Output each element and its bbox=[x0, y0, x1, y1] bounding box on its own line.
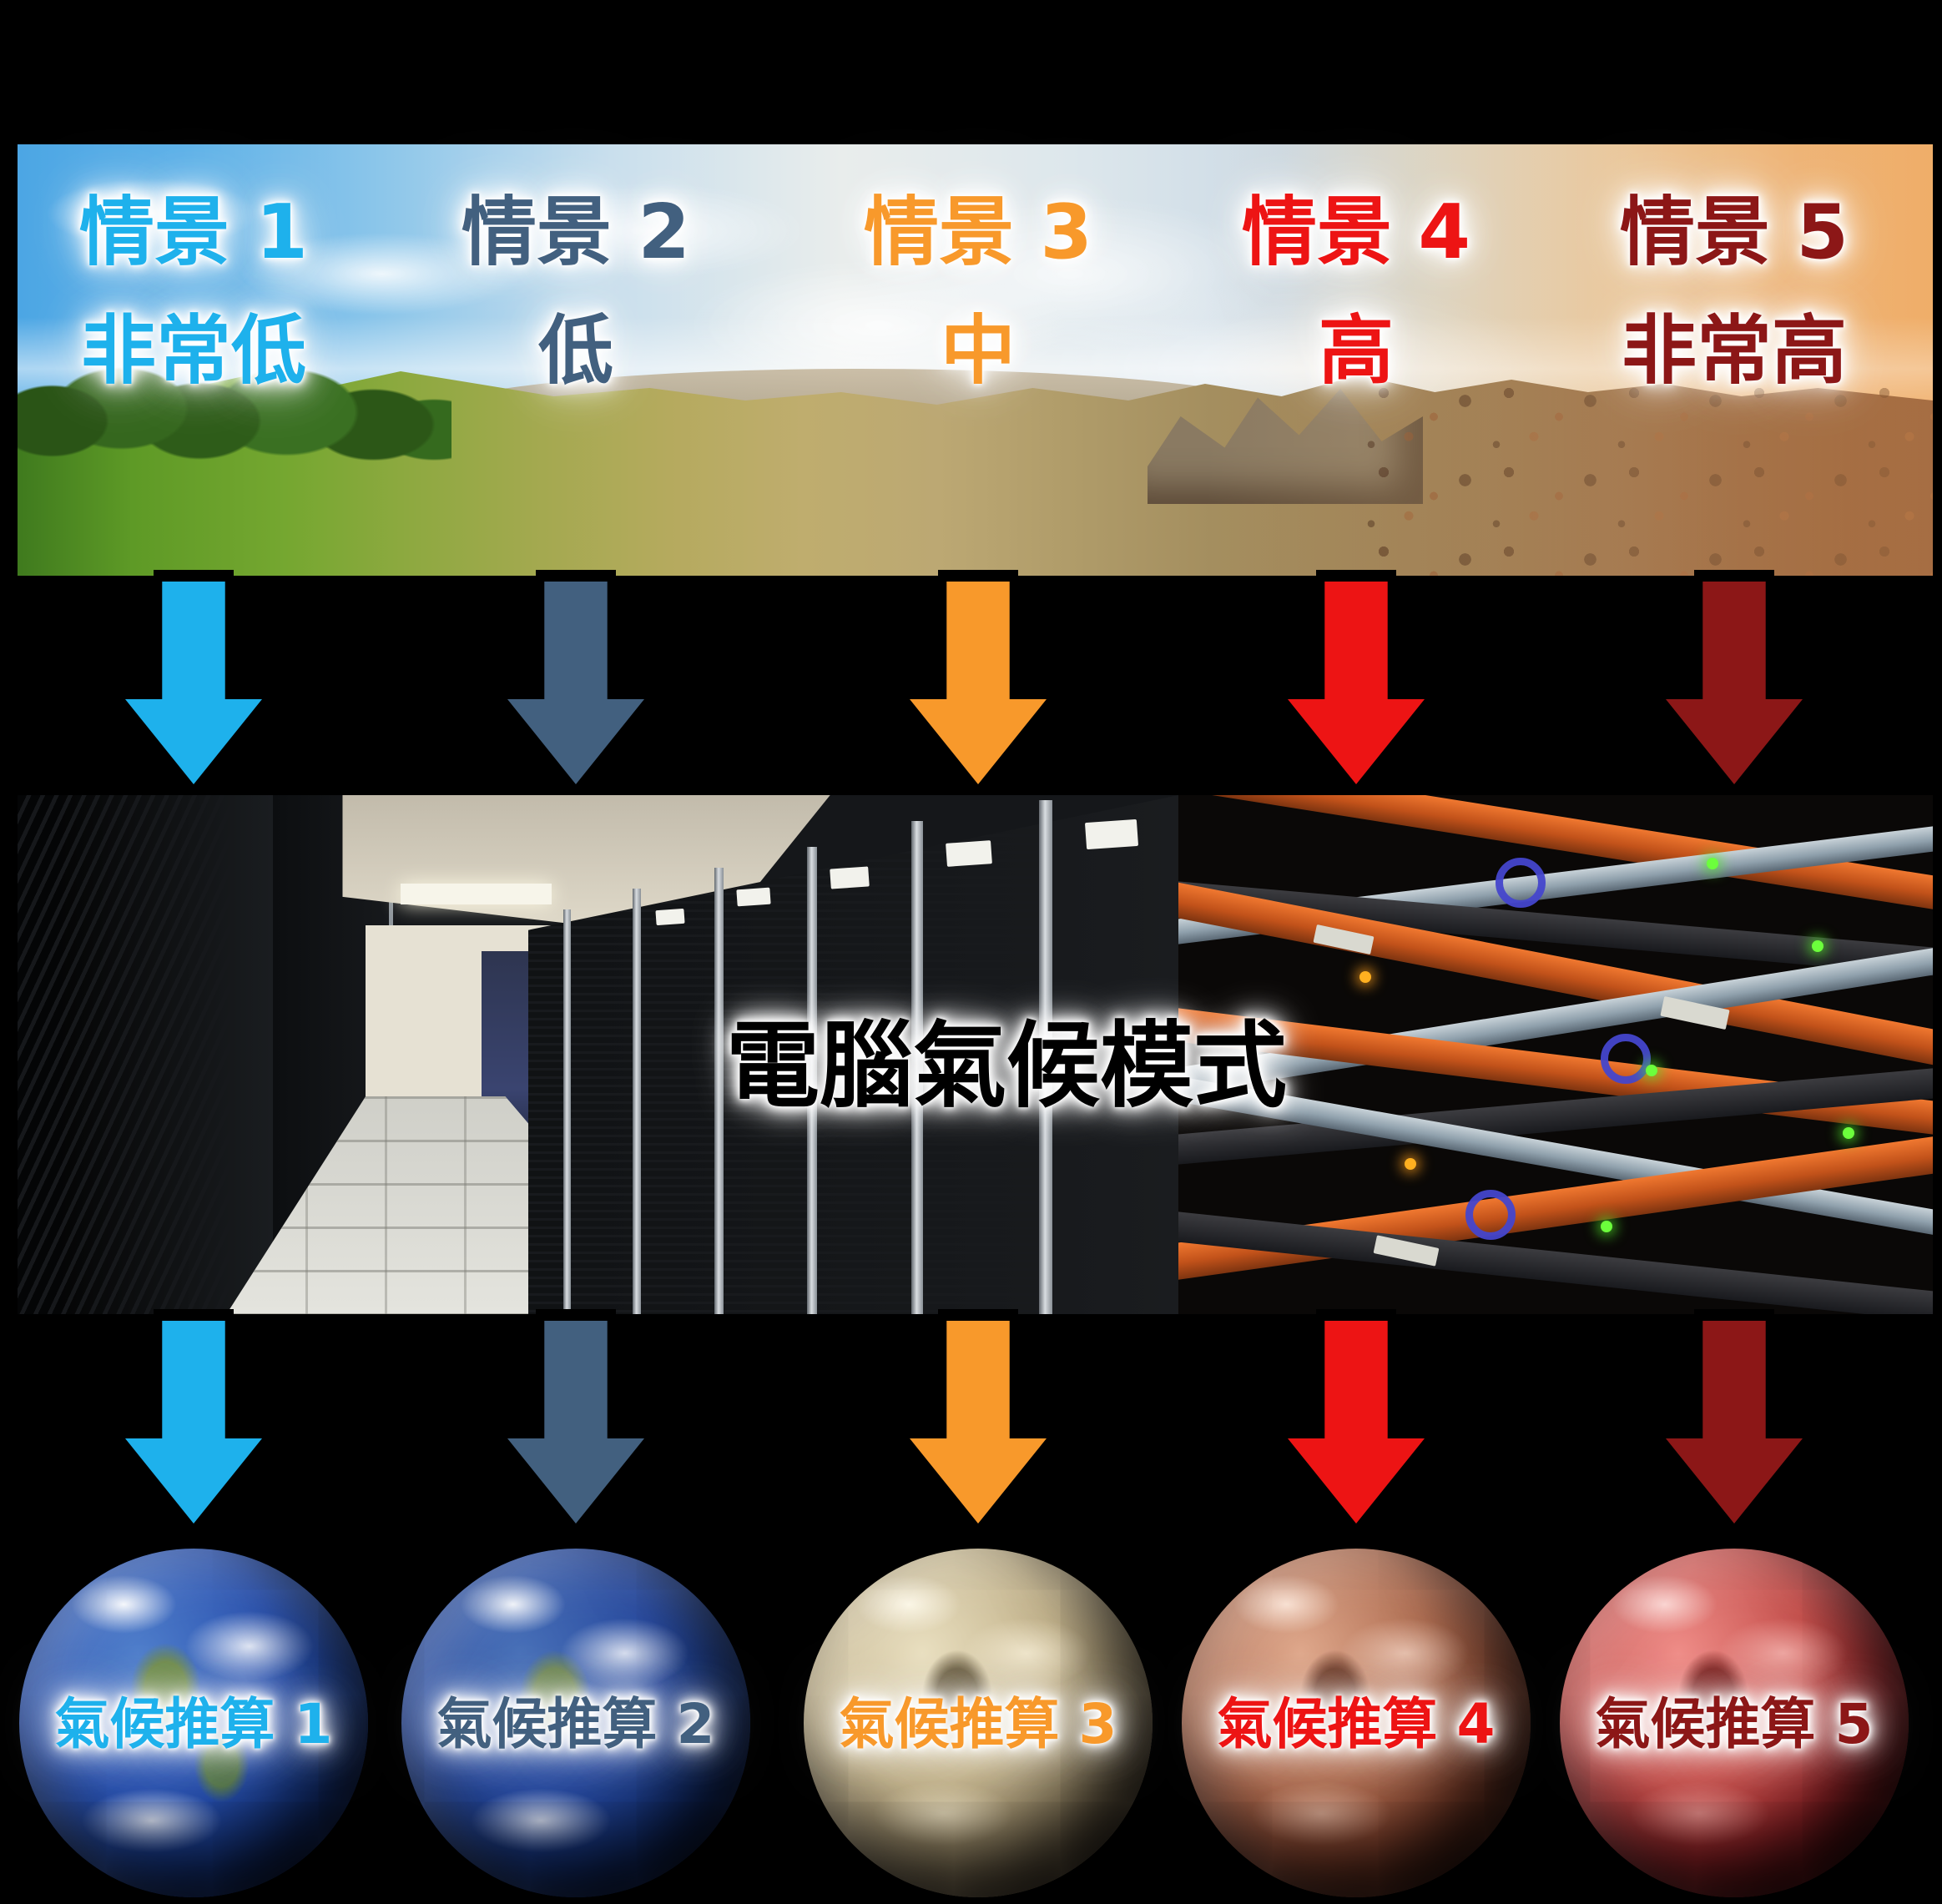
projection-5-label: 氣候推算 5 bbox=[1595, 1692, 1874, 1756]
scenario-2-level: 低 bbox=[538, 307, 613, 395]
ceiling-light bbox=[401, 883, 552, 904]
down-arrow-icon bbox=[125, 1321, 262, 1524]
earth-globe-blue-icon bbox=[19, 1549, 368, 1897]
scenario-1-down-arrow bbox=[125, 570, 262, 784]
earth-globe-red-brown-icon bbox=[1182, 1549, 1531, 1897]
scenario-4-down-arrow bbox=[1288, 570, 1425, 784]
scenario-3-level: 中 bbox=[941, 307, 1016, 395]
green-led bbox=[1812, 940, 1824, 953]
projection-2-down-arrow bbox=[507, 1309, 644, 1524]
projection-2-label: 氣候推算 2 bbox=[436, 1692, 715, 1756]
rack-rail bbox=[911, 821, 924, 1314]
earth-globe-deep-red-icon bbox=[1560, 1549, 1909, 1897]
green-led bbox=[1706, 857, 1718, 869]
scenario-3-label: 情景 3 bbox=[864, 189, 1092, 276]
rack-rail bbox=[806, 847, 817, 1314]
landscape-panorama-photo bbox=[18, 144, 1933, 576]
computer-model-photos bbox=[18, 795, 1933, 1314]
amber-led bbox=[1405, 1158, 1417, 1171]
down-arrow-icon bbox=[1288, 582, 1425, 784]
down-arrow-icon bbox=[910, 1321, 1047, 1524]
projection-1-label: 氣候推算 1 bbox=[54, 1692, 333, 1756]
rack-rail bbox=[633, 888, 642, 1314]
panorama-trees bbox=[18, 352, 451, 477]
rack-label-tag bbox=[655, 908, 685, 925]
blue-cable-ring bbox=[1495, 857, 1546, 908]
down-arrow-icon bbox=[1288, 1321, 1425, 1524]
scenario-5-label: 情景 5 bbox=[1620, 189, 1849, 276]
down-arrow-icon bbox=[1666, 582, 1803, 784]
rack-label-tag bbox=[945, 840, 992, 867]
supercomputer-room-photo bbox=[18, 795, 1178, 1314]
scenario-4-label: 情景 4 bbox=[1242, 189, 1470, 276]
green-led bbox=[1646, 1065, 1658, 1077]
projection-4-label: 氣候推算 4 bbox=[1217, 1692, 1496, 1756]
amber-led bbox=[1359, 971, 1371, 984]
rack-label-tag bbox=[829, 866, 870, 889]
projection-3-down-arrow bbox=[910, 1309, 1047, 1524]
rack-rail bbox=[562, 909, 571, 1314]
projection-3-label: 氣候推算 3 bbox=[839, 1692, 1117, 1756]
scenario-5-level: 非常高 bbox=[1622, 307, 1847, 395]
down-arrow-icon bbox=[1666, 1321, 1803, 1524]
scenario-1-level: 非常低 bbox=[81, 307, 306, 395]
down-arrow-icon bbox=[507, 1321, 644, 1524]
earth-globe-blue-muted-icon bbox=[401, 1549, 750, 1897]
rack-label-tag bbox=[736, 887, 772, 907]
green-led bbox=[1842, 1127, 1854, 1140]
scenario-2-down-arrow bbox=[507, 570, 644, 784]
server-cables-photo bbox=[1178, 795, 1933, 1314]
server-rack-dark-left bbox=[18, 795, 274, 1314]
rack-rail bbox=[714, 868, 724, 1314]
projection-4-down-arrow bbox=[1288, 1309, 1425, 1524]
blue-cable-ring bbox=[1465, 1189, 1516, 1240]
scenario-4-level: 高 bbox=[1319, 307, 1394, 395]
panorama-orange-dust-haze bbox=[18, 144, 1933, 576]
rack-label-tag bbox=[1084, 819, 1138, 850]
green-led bbox=[1601, 1221, 1613, 1233]
panorama-rocky-desert-texture bbox=[1358, 377, 1933, 576]
model-title: 電腦氣候模式 bbox=[726, 1012, 1287, 1121]
scenario-1-label: 情景 1 bbox=[79, 189, 308, 276]
scenario-3-down-arrow bbox=[910, 570, 1047, 784]
scenario-5-down-arrow bbox=[1666, 570, 1803, 784]
down-arrow-icon bbox=[507, 582, 644, 784]
projection-1-down-arrow bbox=[125, 1309, 262, 1524]
down-arrow-icon bbox=[910, 582, 1047, 784]
blue-cable-ring bbox=[1601, 1034, 1652, 1085]
down-arrow-icon bbox=[125, 582, 262, 784]
rack-rail bbox=[1039, 800, 1053, 1314]
projection-5-down-arrow bbox=[1666, 1309, 1803, 1524]
scenario-2-label: 情景 2 bbox=[462, 189, 690, 276]
earth-globe-sepia-icon bbox=[804, 1549, 1153, 1897]
